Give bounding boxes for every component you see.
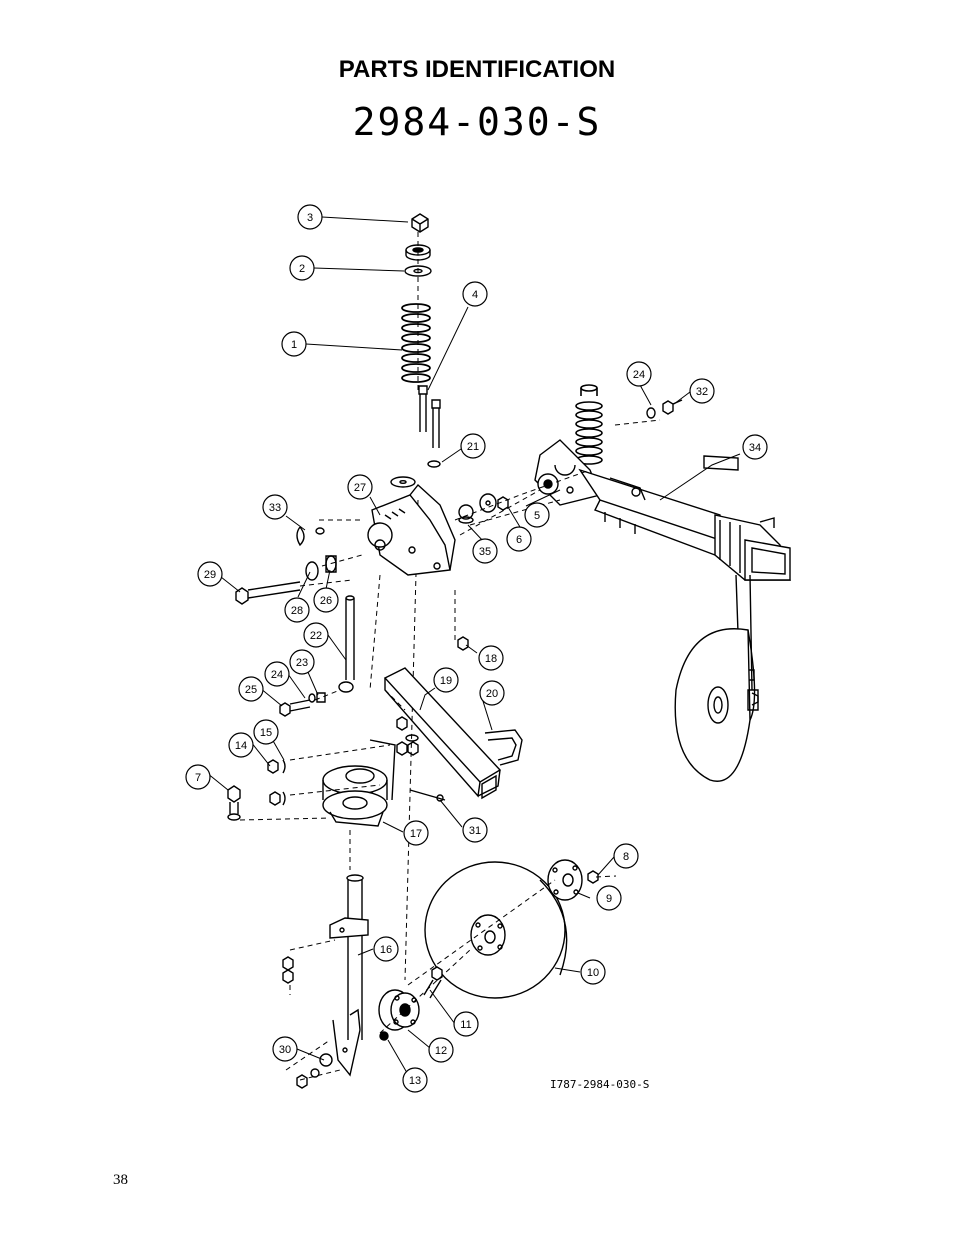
callout-label: 16 — [380, 944, 392, 956]
callout-label: 26 — [320, 595, 332, 607]
callout-label: 13 — [409, 1075, 421, 1087]
callout-label: 31 — [469, 825, 481, 837]
callout-label: 5 — [534, 510, 540, 522]
swivel-bracket — [227, 739, 446, 827]
callout-label: 22 — [310, 630, 322, 642]
pivot-bracket — [367, 483, 456, 576]
callout-label: 35 — [479, 546, 491, 558]
callout-label: 33 — [269, 502, 281, 514]
callout-label: 8 — [623, 851, 629, 863]
callout-label: 4 — [472, 289, 478, 301]
page-title: PARTS IDENTIFICATION — [338, 56, 616, 83]
callout-label: 7 — [195, 772, 201, 784]
callout-label: 20 — [486, 688, 498, 700]
callout-label: 9 — [606, 893, 612, 905]
page-number: 38 — [113, 1172, 128, 1188]
callout-label: 2 — [299, 263, 305, 275]
callout-label: 11 — [460, 1019, 471, 1031]
callout-label: 12 — [435, 1045, 447, 1057]
spring-stack — [390, 213, 441, 488]
callout-label: 19 — [440, 675, 452, 687]
toolbar-beam — [534, 384, 791, 691]
callout-label: 24 — [633, 369, 645, 381]
callout-label: 14 — [235, 740, 247, 752]
callout-label: 23 — [296, 657, 308, 669]
right-disc — [674, 628, 759, 782]
callout-label: 32 — [696, 386, 708, 398]
front-disc — [378, 859, 599, 1041]
drawing-reference: I787-2984-030-S — [550, 1078, 649, 1091]
callout-label: 10 — [587, 967, 599, 979]
part-number-title: 2984-030-S — [352, 100, 602, 144]
callout-label: 17 — [410, 828, 422, 840]
lower-beam — [383, 636, 523, 800]
callout-label: 25 — [245, 684, 257, 696]
callout-label: 30 — [279, 1044, 291, 1056]
callout-label: 24 — [271, 669, 283, 681]
callout-label: 18 — [485, 653, 497, 665]
callout-label: 28 — [291, 605, 303, 617]
callout-label: 27 — [354, 482, 366, 494]
callout-label: 21 — [467, 441, 479, 453]
shank — [282, 874, 369, 1089]
callout-label: 6 — [516, 534, 522, 546]
callout-label: 1 — [291, 339, 297, 351]
callout-label: 15 — [260, 727, 272, 739]
callout-label: 34 — [749, 442, 761, 454]
callout-label: 29 — [204, 569, 216, 581]
callout-label: 3 — [307, 212, 313, 224]
